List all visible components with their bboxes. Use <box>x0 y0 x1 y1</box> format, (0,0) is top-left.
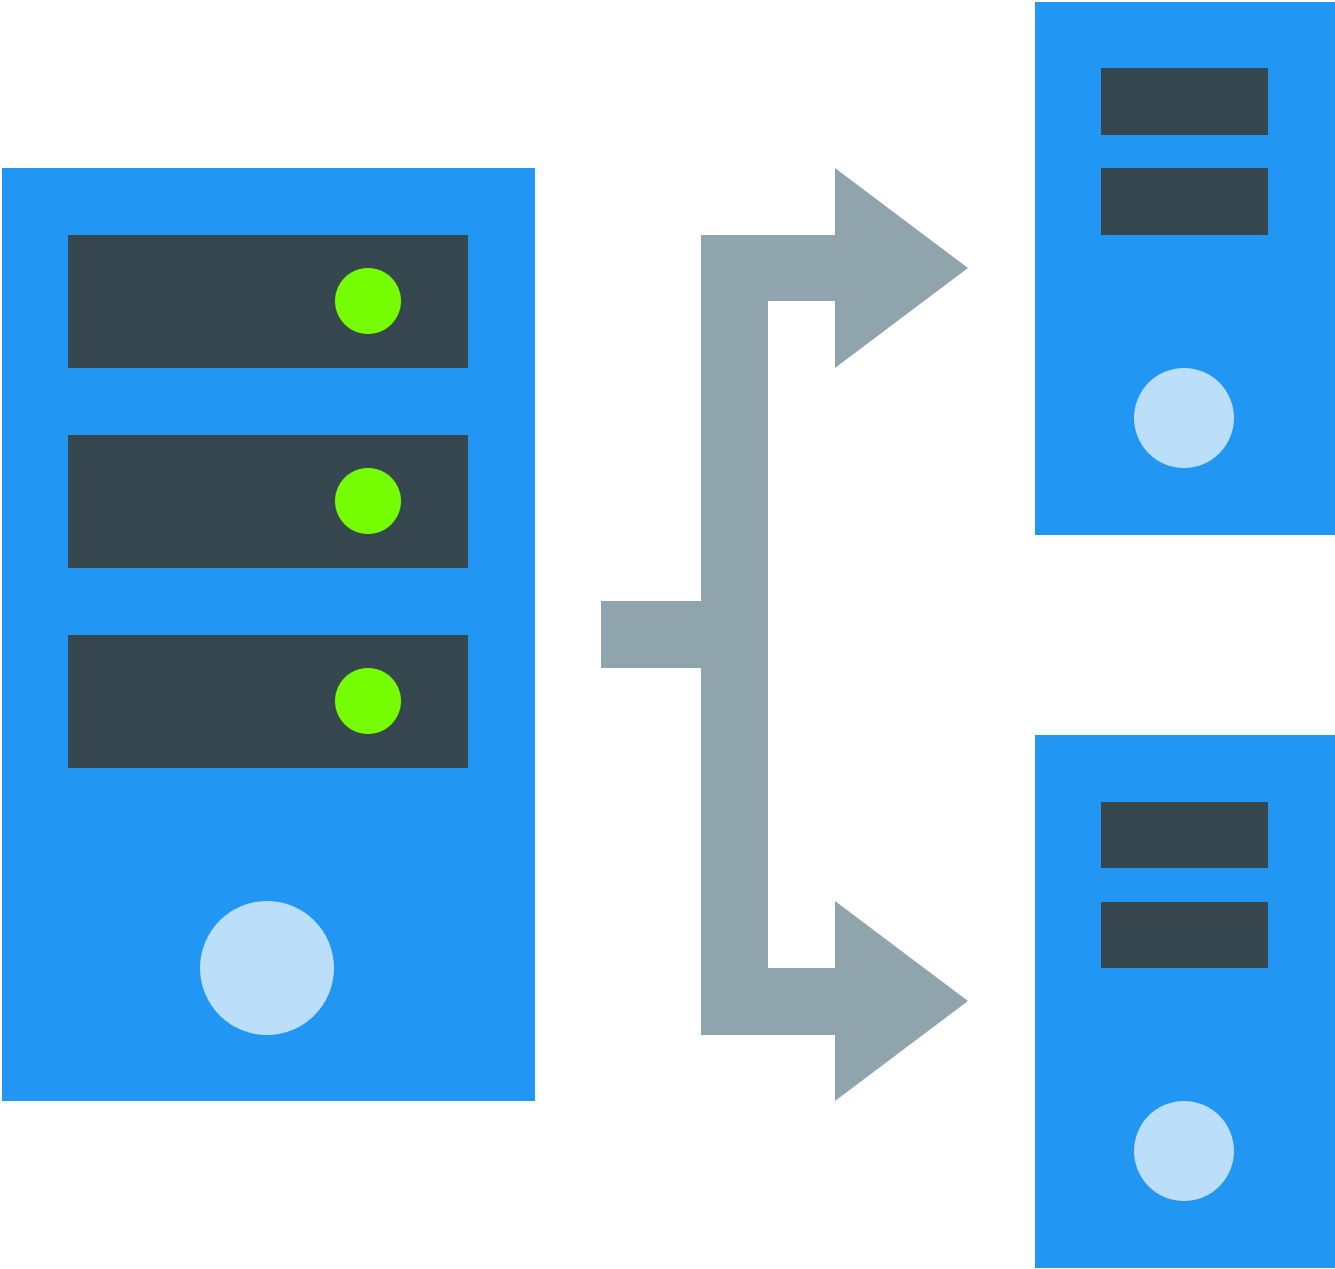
status-led <box>335 268 401 334</box>
power-button <box>1134 368 1234 468</box>
target-server-top-icon <box>1035 2 1335 535</box>
main-server-icon <box>2 168 535 1101</box>
split-arrow-icon <box>601 168 968 1101</box>
drive-slot <box>1101 902 1268 968</box>
drive-slot <box>68 235 468 368</box>
drive-slot <box>68 635 468 768</box>
power-button <box>1134 1101 1234 1201</box>
target-server-bottom-icon <box>1035 735 1335 1268</box>
drive-slot <box>1101 68 1268 135</box>
power-button <box>200 901 334 1035</box>
drive-slot <box>1101 802 1268 868</box>
drive-slot <box>1101 168 1268 235</box>
status-led <box>335 668 401 734</box>
status-led <box>335 468 401 534</box>
drive-slot <box>68 435 468 568</box>
